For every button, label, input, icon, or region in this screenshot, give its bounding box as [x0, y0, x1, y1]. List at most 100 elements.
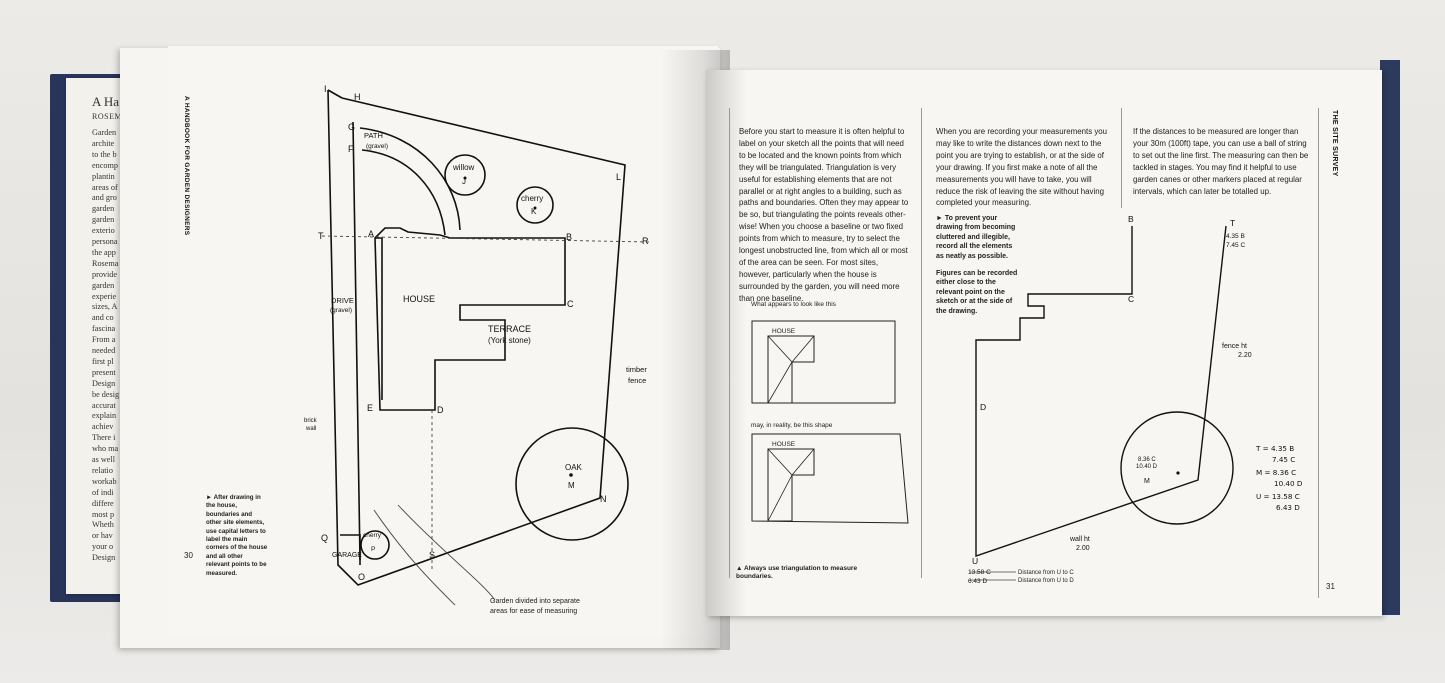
triangle-marker-icon: ►: [936, 215, 943, 222]
boundary-line: [327, 89, 626, 586]
oak-letter: M: [568, 481, 575, 490]
summary-line: T = 4.35 B: [1256, 444, 1295, 453]
summary-line: 6.43 D: [1276, 502, 1300, 512]
sketch-label-r: R: [642, 236, 649, 246]
brick-wall-label-2: wall: [305, 426, 316, 432]
sketch-label-e: E: [367, 403, 373, 413]
back-book-line: garden: [92, 204, 115, 214]
sketch-label-o: O: [358, 572, 365, 582]
willow-letter: J: [462, 177, 466, 186]
summary-line: 10.40 D: [1274, 478, 1303, 488]
sketch-label-t: T: [318, 231, 324, 241]
apparent-shape-diagram: HOUSE: [751, 320, 896, 404]
back-book-line: accurat: [92, 400, 116, 410]
survey-m-meas-2: 10.40 D: [1136, 464, 1158, 470]
back-book-line: achiev: [92, 422, 114, 432]
back-book-line: Rosema: [92, 258, 119, 268]
sketch-caption: Garden divided into separate areas for e…: [490, 598, 580, 615]
survey-t-meas-2: 7.45 C: [1226, 242, 1245, 249]
right-page: [706, 70, 1382, 616]
willow-label: willow: [452, 163, 475, 172]
column-rule-1: [729, 108, 730, 578]
tip-figures: Figures can be recorded either close to …: [936, 270, 1018, 315]
triangle-up-marker-icon: ▲: [736, 565, 743, 572]
back-book-line: provide: [92, 269, 118, 279]
left-page: [168, 46, 718, 636]
book-cover-right: [1380, 60, 1400, 615]
back-book-line: garden: [92, 215, 115, 225]
back-book-line: present: [92, 367, 116, 377]
path-label: PATH: [364, 131, 383, 140]
sketch-label-i: I: [324, 84, 327, 94]
wall-height-label: wall ht: [1069, 536, 1090, 543]
house-label-1: HOUSE: [772, 328, 796, 335]
back-book-line: needed: [92, 346, 116, 355]
path-sub-label: (gravel): [366, 143, 388, 150]
back-book-line: persona: [92, 237, 118, 246]
back-book-line: and gro: [92, 193, 117, 203]
right-running-head: THE SITE SURVEY: [1331, 110, 1338, 177]
drive-sub-label: (gravel): [330, 307, 352, 314]
column-rule-2: [921, 108, 922, 578]
sketch-label-h: H: [354, 92, 361, 102]
house-outline: [374, 227, 566, 411]
left-running-head: A HANDBOOK FOR GARDEN DESIGNERS: [183, 96, 190, 236]
u-to-d-note: Distance from U to D: [1018, 578, 1074, 584]
oak-canopy-survey: [1120, 411, 1234, 525]
garden-sketch: I H G F T A B R L C E D Q O S N PATH (gr…: [304, 84, 651, 606]
oak-label: OAK: [565, 463, 583, 472]
body-column-1: Before you start to measure it is often …: [739, 127, 909, 303]
back-book-line: explain: [92, 411, 117, 421]
survey-m-letter: M: [1144, 478, 1150, 485]
fence-height-value: 2.20: [1238, 352, 1252, 359]
tip-triangulation: ▲ Always use triangulation to measure bo…: [736, 565, 858, 581]
survey-label-d: D: [980, 402, 986, 412]
back-book-line: Design: [92, 378, 116, 388]
sketch-label-g: G: [348, 122, 355, 132]
sketch-label-q: Q: [321, 533, 328, 543]
right-page-number: 31: [1326, 582, 1335, 591]
back-book-line: differe: [92, 498, 114, 508]
back-book-line: areas of: [92, 182, 118, 192]
cherry-p-label: cherry: [363, 532, 382, 539]
back-book-line: be desig: [92, 389, 120, 399]
body-column-2: When you are recording your measurements…: [936, 127, 1108, 208]
back-book-line: your o: [92, 542, 114, 552]
left-side-note: ► After drawing in the house, boundaries…: [206, 494, 268, 577]
survey-label-c: C: [1128, 294, 1134, 304]
back-book-line: workab: [92, 476, 117, 486]
back-book-line: of indi: [92, 487, 114, 497]
right-page-shadow: [706, 70, 746, 616]
summary-line: 7.45 C: [1272, 454, 1296, 464]
house-label: HOUSE: [403, 294, 435, 304]
fence-height-label: fence ht: [1222, 343, 1247, 350]
sketch-label-s: S: [429, 550, 435, 560]
back-book-line: encomp: [92, 160, 118, 170]
survey-u-meas-2: 6.43 D: [968, 578, 987, 585]
survey-label-u: U: [972, 556, 978, 566]
survey-m-meas-1: 8.36 C: [1138, 457, 1156, 463]
survey-label-b: B: [1128, 214, 1134, 224]
terrace-sub-label: (York stone): [488, 336, 531, 345]
back-book-line: the app: [92, 247, 116, 257]
back-book-line: fascina: [92, 324, 116, 334]
sketch-label-n: N: [600, 494, 607, 504]
survey-label-t: T: [1230, 218, 1235, 228]
sketch-label-d: D: [437, 405, 444, 415]
drive-label: DRIVE: [331, 296, 354, 305]
survey-u-meas-1: 13.58 C: [968, 569, 991, 576]
back-book-line: From a: [92, 335, 116, 345]
back-book-author: ROSEM: [92, 112, 123, 121]
sketch-label-b: B: [566, 232, 572, 242]
brick-wall-label: brick: [304, 418, 318, 424]
body-column-3: If the distances to be measured are long…: [1133, 127, 1309, 196]
back-book-line: and co: [92, 313, 114, 323]
timber-fence-label: timber: [626, 365, 647, 374]
house-label-2: HOUSE: [772, 441, 796, 448]
diagram1-caption: What appears to look like this: [751, 301, 836, 308]
oak-canopy: [515, 427, 629, 541]
measurement-summary: T = 4.35 B 7.45 C M = 8.36 C 10.40 D U =…: [1256, 444, 1302, 513]
back-book-line: who ma: [92, 444, 119, 454]
sketch-label-f: F: [348, 144, 354, 154]
cherry-p-letter: P: [371, 546, 375, 553]
